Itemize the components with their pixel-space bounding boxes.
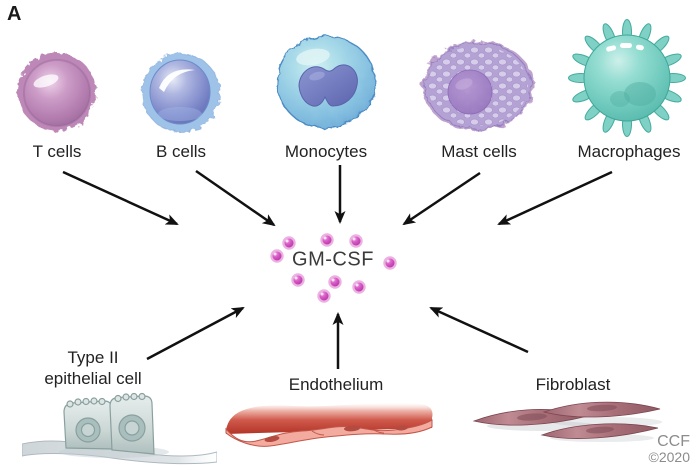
type2-epithelial-label-line1: Type II <box>67 348 119 367</box>
gmcsf-molecule-dots <box>270 233 397 303</box>
gmcsf-molecule-dot <box>352 280 366 294</box>
fibroblast-label: Fibroblast <box>535 375 611 394</box>
macrophages-label: Macrophages <box>577 142 681 161</box>
gmcsf-molecule-dot <box>328 275 342 289</box>
credit-org: CCF <box>657 433 690 450</box>
credit-year: ©2020 <box>648 449 690 465</box>
gmcsf-molecule-dot <box>282 236 296 250</box>
type2-epithelial-label: Type II epithelial cell <box>13 347 173 389</box>
gmcsf-molecule-dot <box>317 289 331 303</box>
mast-cells-label: Mast cells <box>441 142 517 161</box>
gmcsf-molecule-dot <box>383 256 397 270</box>
gmcsf-molecule-dot <box>270 249 284 263</box>
mast-cell-figure: Mast cells <box>414 34 544 162</box>
gmcsf-molecule-dot <box>320 233 334 247</box>
monocytes-label: Monocytes <box>284 142 368 161</box>
fibroblast-illustration <box>472 401 662 442</box>
arrow-macrophages <box>497 170 613 226</box>
monocyte-figure: Monocytes <box>261 28 391 162</box>
type2-epithelial-illustration <box>22 392 217 465</box>
arrow-b-cells <box>195 169 276 227</box>
t-cell-illustration <box>18 53 96 131</box>
macrophage-illustration <box>568 19 686 137</box>
arrow-fibroblast <box>429 306 529 354</box>
b-cell-figure: B cells <box>126 46 236 162</box>
gmcsf-molecule-dot <box>291 273 305 287</box>
arrow-mast-cells <box>402 171 481 226</box>
gmcsf-molecule-dot <box>349 234 363 248</box>
panel-label: A <box>7 3 22 25</box>
credit: CCF ©2020 <box>649 433 690 465</box>
arrow-t-cells <box>62 170 179 226</box>
type2-epithelial-label-line2: epithelial cell <box>44 369 142 388</box>
monocyte-illustration <box>276 35 376 129</box>
endothelium-illustration <box>225 402 433 447</box>
gmcsf-label: GM-CSF <box>292 248 374 271</box>
t-cell-figure: T cells <box>2 46 112 162</box>
mast-cell-illustration <box>422 41 534 131</box>
t-cells-label: T cells <box>32 142 82 161</box>
b-cell-illustration <box>141 53 221 133</box>
arrow-type2-epithelial <box>146 306 245 361</box>
macrophage-figure: Macrophages <box>564 12 694 162</box>
endothelium-label: Endothelium <box>288 375 384 394</box>
b-cells-label: B cells <box>155 142 207 161</box>
